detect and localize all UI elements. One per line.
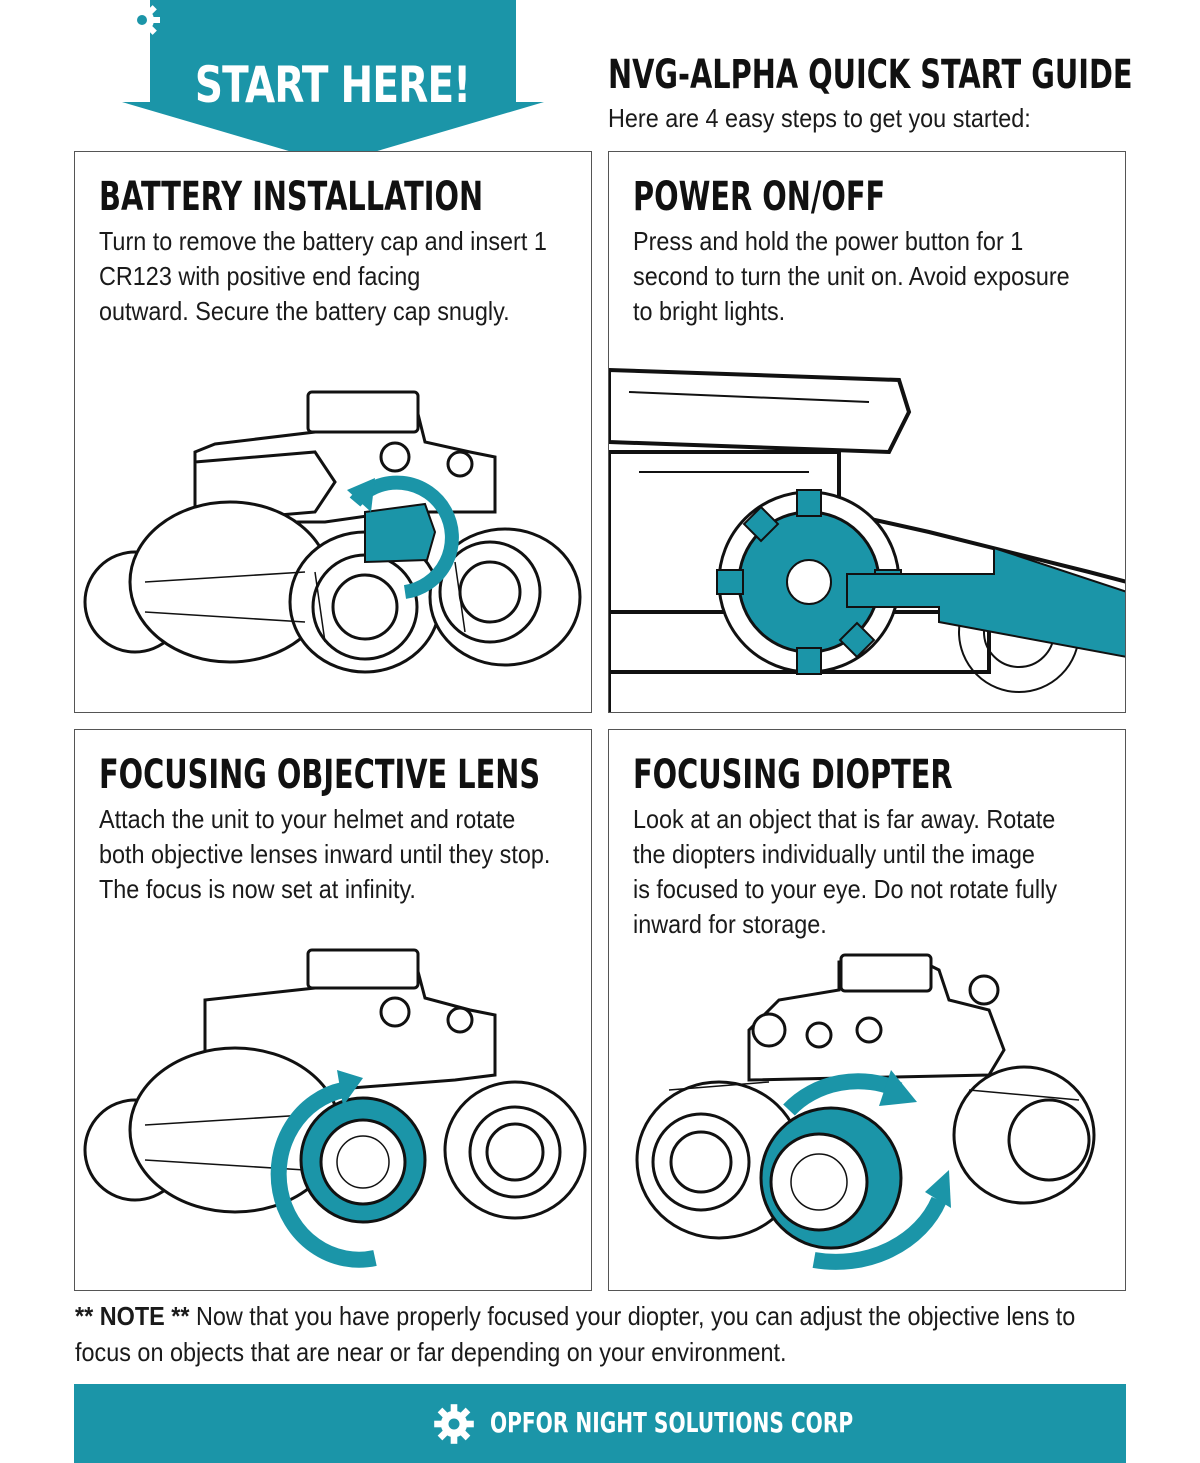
start-here-banner: START HERE! [122,0,544,164]
step-body-line: Turn to remove the battery cap and inser… [99,226,547,256]
note-line-2: focus on objects that are near or far de… [75,1337,787,1367]
note-prefix: ** [75,1301,100,1331]
step-title-power: POWER ON/OFF [633,174,983,220]
step-body-power: Press and hold the power button for 1 se… [633,224,1101,329]
note-line-1: ** NOTE ** Now that you have properly fo… [75,1298,1110,1334]
step-title-battery: BATTERY INSTALLATION [99,174,591,220]
note-suffix: ** [164,1301,190,1331]
gear-icon [124,2,160,38]
step-body-line: Attach the unit to your helmet and rotat… [99,804,516,834]
step-body-battery: Turn to remove the battery cap and inser… [99,224,567,329]
step-panel-battery: BATTERY INSTALLATION Turn to remove the … [74,151,592,713]
note-text: ** NOTE ** Now that you have properly fo… [75,1298,1110,1370]
step-body-line: outward. Secure the battery cap snugly. [99,296,510,326]
step-body-line: second to turn the unit on. Avoid exposu… [633,261,1070,291]
battery-illustration [83,390,582,674]
footer-bar: OPFOR NIGHT SOLUTIONS CORP [74,1384,1126,1463]
guide-title-text: NVG-ALPHA QUICK START GUIDE [608,52,1133,98]
start-here-label: START HERE! [195,56,471,114]
step-body-line: The focus is now set at infinity. [99,874,416,904]
footer-company: OPFOR NIGHT SOLUTIONS CORP [490,1406,994,1439]
step-body-line: inward for storage. [633,909,827,939]
step-title-objective-lens-text: FOCUSING OBJECTIVE LENS [99,752,541,798]
note-line-1-text: Now that you have properly focused your … [189,1301,1076,1331]
step-title-battery-text: BATTERY INSTALLATION [99,174,484,220]
step-panel-objective-lens: FOCUSING OBJECTIVE LENS Attach the unit … [74,729,592,1291]
step-title-diopter-text: FOCUSING DIOPTER [633,752,953,798]
footer-company-text: OPFOR NIGHT SOLUTIONS CORP [490,1406,854,1439]
step-body-objective-lens: Attach the unit to your helmet and rotat… [99,802,567,907]
diopter-illustration [635,953,1096,1270]
step-body-line: both objective lenses inward until they … [99,839,551,869]
objective-lens-illustration [83,948,587,1268]
step-title-power-text: POWER ON/OFF [633,174,886,220]
step-body-line: Press and hold the power button for 1 [633,226,1024,256]
step-body-line: to bright lights. [633,296,786,326]
step-title-diopter: FOCUSING DIOPTER [633,752,1077,798]
banner-arrow-shape [122,0,544,164]
guide-title: NVG-ALPHA QUICK START GUIDE [608,52,1200,98]
step-title-objective-lens: FOCUSING OBJECTIVE LENS [99,752,591,798]
step-panel-power: POWER ON/OFF Press and hold the power bu… [608,151,1126,713]
guide-subtitle: Here are 4 easy steps to get you started… [608,103,1031,133]
power-illustration [609,367,1125,712]
step-body-line: CR123 with positive end facing [99,261,421,291]
gear-icon [434,1404,474,1444]
step-panel-diopter: FOCUSING DIOPTER Look at an object that … [608,729,1126,1291]
step-body-line: is focused to your eye. Do not rotate fu… [633,874,1058,904]
start-here-label-wrap: START HERE! [122,56,544,114]
step-body-line: the diopters individually until the imag… [633,839,1035,869]
step-body-diopter: Look at an object that is far away. Rota… [633,802,1101,942]
note-label: NOTE [99,1301,165,1331]
step-body-line: Look at an object that is far away. Rota… [633,804,1056,834]
